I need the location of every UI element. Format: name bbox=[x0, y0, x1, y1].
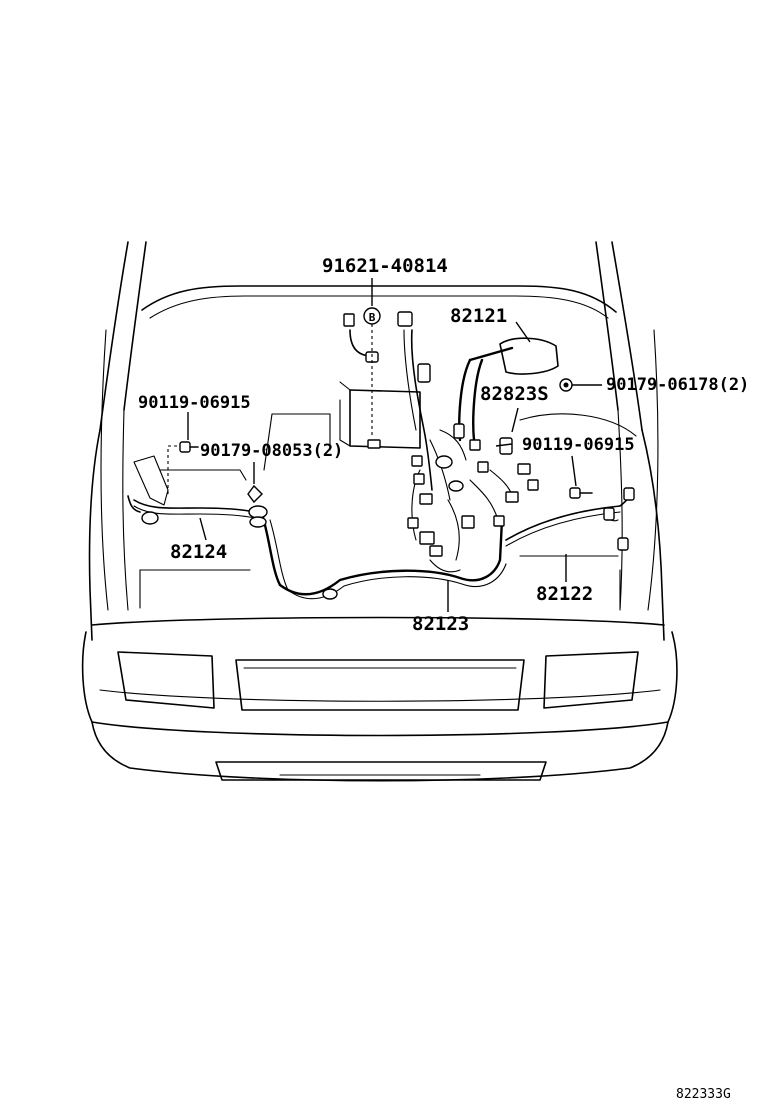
callout-90119-06915-left: 90119-06915 bbox=[138, 393, 251, 413]
callout-82121: 82121 bbox=[450, 305, 507, 327]
bolt-marker: B bbox=[369, 311, 376, 324]
callout-91621-40814: 91621-40814 bbox=[322, 255, 448, 277]
callout-82124: 82124 bbox=[170, 541, 227, 563]
engine-bay-components bbox=[133, 337, 637, 506]
callout-82823s: 82823S bbox=[480, 383, 549, 405]
vehicle-body bbox=[81, 241, 678, 782]
connectors bbox=[141, 311, 635, 600]
callout-82123: 82123 bbox=[412, 613, 469, 635]
callout-90179-08053: 90179-08053(2) bbox=[200, 441, 343, 461]
callout-90119-06915-right: 90119-06915 bbox=[522, 435, 635, 455]
reference-code: 822333G bbox=[676, 1087, 731, 1102]
callout-labels: 91621-40814 82121 90119-06915 90179-0617… bbox=[138, 255, 749, 635]
callout-82122: 82122 bbox=[536, 583, 593, 605]
callout-90179-06178: 90179-06178(2) bbox=[606, 375, 749, 395]
fasteners: B bbox=[179, 307, 593, 504]
leader-lines bbox=[187, 278, 602, 612]
